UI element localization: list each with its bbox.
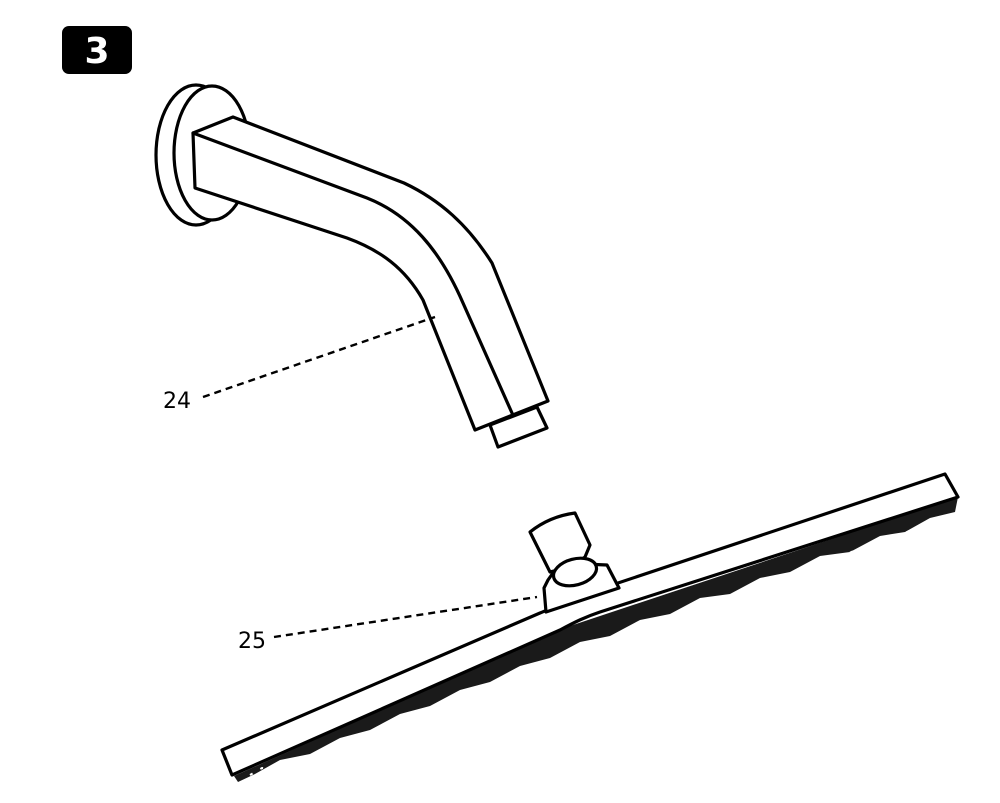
step-badge: 3 <box>62 26 132 74</box>
arm-edge <box>191 131 514 415</box>
callout-label-25: 25 <box>238 629 266 654</box>
step-number: 3 <box>84 31 109 72</box>
callout-25: 25 <box>238 595 538 654</box>
leader-line-25 <box>273 595 538 639</box>
shower-arm <box>154 83 550 449</box>
spray-texture <box>234 497 958 782</box>
callout-24: 24 <box>163 315 436 414</box>
callout-label-24: 24 <box>163 389 191 414</box>
arm-body <box>191 115 550 432</box>
spray-texture-highlights <box>249 525 921 776</box>
arm-nozzle <box>488 405 549 449</box>
ball-joint <box>551 556 599 588</box>
shower-head <box>220 472 960 782</box>
leader-line-24 <box>202 315 436 399</box>
